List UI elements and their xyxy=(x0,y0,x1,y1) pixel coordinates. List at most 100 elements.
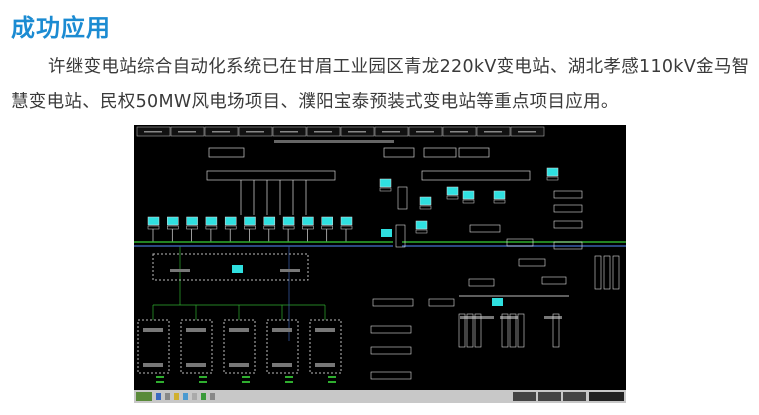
tab-label-mark xyxy=(348,131,366,133)
monitor-icon xyxy=(244,216,256,226)
switch-icon xyxy=(229,363,249,367)
diagram-title-mark xyxy=(274,140,394,143)
keyboard-icon xyxy=(282,225,295,230)
monitor-icon xyxy=(379,178,392,188)
relay-room-box xyxy=(266,319,299,374)
tab-label-mark xyxy=(382,131,400,133)
humidity-readout xyxy=(285,381,293,383)
section-title: 成功应用 xyxy=(11,14,111,42)
monitor-icon xyxy=(381,229,392,237)
taskbar-window-button[interactable] xyxy=(513,392,536,401)
monitor-icon xyxy=(493,190,506,200)
tab-label-mark xyxy=(178,131,196,133)
device-box xyxy=(468,278,495,287)
tab-label-mark xyxy=(212,131,230,133)
taskbar-icon xyxy=(201,393,206,400)
switch-icon xyxy=(500,316,518,319)
monitor-icon xyxy=(205,216,218,226)
relay-room-boxes xyxy=(137,319,342,383)
start-button[interactable] xyxy=(136,392,152,401)
device-box xyxy=(469,224,501,233)
relay-room-box xyxy=(137,319,170,374)
tab-label-mark xyxy=(450,131,468,133)
taskbar-clock xyxy=(589,392,624,401)
keyboard-icon xyxy=(205,225,218,230)
connection-lines xyxy=(152,180,347,341)
monitor-icon xyxy=(446,186,459,196)
taskbar xyxy=(134,390,626,403)
humidity-readout xyxy=(242,381,250,383)
temperature-readout xyxy=(242,376,250,378)
cabinet-box xyxy=(474,313,482,348)
monitor-icon xyxy=(415,220,428,230)
taskbar-icon xyxy=(156,393,161,400)
device-box xyxy=(518,258,546,267)
monitor-icon xyxy=(462,190,475,200)
humidity-readout xyxy=(156,381,164,383)
keyboard-icon xyxy=(224,225,237,230)
taskbar-items xyxy=(156,392,586,401)
keyboard-icon xyxy=(302,225,314,230)
keyboard-icon xyxy=(263,225,276,230)
cabinet-box xyxy=(603,255,611,290)
device-box xyxy=(553,204,583,213)
relay-room-box xyxy=(180,319,213,374)
monitor-icon xyxy=(302,216,314,226)
humidity-readout xyxy=(199,381,207,383)
firewall-box xyxy=(397,186,408,210)
monitor-icon xyxy=(321,216,333,226)
main-control-room-box xyxy=(152,253,309,281)
keyboard-icon xyxy=(167,225,179,230)
switch-icon xyxy=(272,328,292,332)
cabinet-box xyxy=(458,313,466,348)
switch-icon xyxy=(143,363,163,367)
keyboard-icon xyxy=(462,199,475,204)
keyboard-icon xyxy=(419,205,432,210)
switch-icon xyxy=(186,363,206,367)
monitor-icon xyxy=(224,216,237,226)
tab-label-mark xyxy=(416,131,434,133)
tab-label-mark xyxy=(484,131,502,133)
device-box xyxy=(553,220,583,229)
humidity-readout xyxy=(328,381,336,383)
keyboard-icon xyxy=(546,176,559,181)
switch-icon xyxy=(315,328,335,332)
right-side-devices xyxy=(370,186,620,380)
tab-label-mark xyxy=(280,131,298,133)
keyboard-icon xyxy=(147,225,160,230)
tab-label-mark xyxy=(246,131,264,133)
temperature-readout xyxy=(328,376,336,378)
server-box xyxy=(383,147,415,158)
monitor-icon xyxy=(340,216,353,226)
switch-icon xyxy=(186,328,206,332)
system-configuration-screenshot xyxy=(134,125,626,403)
workstation-monitors xyxy=(147,167,559,306)
cabinet-box xyxy=(552,313,560,348)
taskbar-icon xyxy=(210,393,215,400)
switch-icon xyxy=(315,363,335,367)
taskbar-window-button[interactable] xyxy=(538,392,561,401)
cabinet-box xyxy=(594,255,602,290)
device-box xyxy=(370,371,412,380)
cabinet-box xyxy=(501,313,509,348)
firewall-box xyxy=(395,224,406,248)
server-box xyxy=(208,147,245,158)
switch-icon xyxy=(272,363,292,367)
keyboard-icon xyxy=(493,199,506,204)
taskbar-icon xyxy=(174,393,179,400)
keyboard-icon xyxy=(415,229,428,234)
switch-icon xyxy=(460,316,478,319)
data-network-box-right xyxy=(421,170,531,181)
monitor-icon xyxy=(167,216,179,226)
tab-label-mark xyxy=(314,131,332,133)
taskbar-icon xyxy=(183,393,188,400)
temperature-readout xyxy=(156,376,164,378)
monitor-icon xyxy=(419,196,432,206)
monitor-icon xyxy=(492,298,503,306)
taskbar-window-button[interactable] xyxy=(563,392,586,401)
data-network-box-left xyxy=(206,170,336,181)
switch-icon xyxy=(476,316,494,319)
device-box xyxy=(370,346,412,355)
tab-label-mark xyxy=(518,131,536,133)
section-paragraph: 许继变电站综合自动化系统已在甘眉工业园区青龙220kV变电站、湖北孝感110kV… xyxy=(11,57,750,112)
